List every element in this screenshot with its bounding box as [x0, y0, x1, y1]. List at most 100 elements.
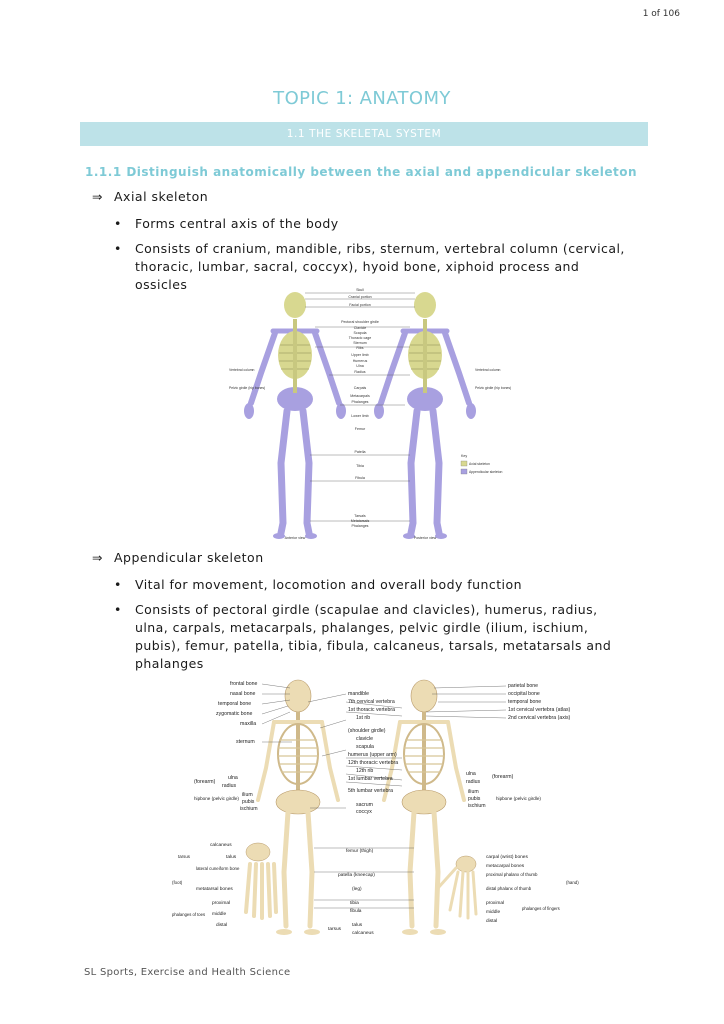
skeleton-figure-labelled: frontal bone nasal bone temporal bone zy…: [172, 672, 579, 942]
fig2-label-fibula: fibula: [350, 908, 362, 914]
list-item-text: Forms central axis of the body: [135, 216, 339, 231]
fig2-label-proximal-toe: proximal: [212, 900, 230, 906]
list-item-text: Consists of cranium, mandible, ribs, ste…: [135, 241, 625, 292]
list-item-text: Consists of pectoral girdle (scapulae an…: [135, 602, 612, 671]
fig1-label-vertebral-right: Vertebral column: [475, 368, 501, 372]
page-title: TOPIC 1: ANATOMY: [273, 88, 451, 109]
fig1-label-femur: Femur: [355, 427, 366, 431]
fig2-label-distal-thumb: distal phalanx of thumb: [486, 886, 532, 891]
fig1-label-fibula: Fibula: [355, 476, 365, 480]
foot-bones-illustration: [244, 842, 278, 920]
fig1-caption-anterior: Anterior view: [285, 536, 306, 540]
fig1-label-pectoral: Pectoral shoulder girdle: [341, 320, 379, 324]
fig2-label-12th-rib: 12th rib: [356, 768, 373, 774]
appendicular-heading: ⇒Appendicular skeleton: [92, 550, 264, 565]
fig2-label-sternum: sternum: [236, 739, 255, 745]
fig2-label-ischium-right: ischium: [468, 803, 486, 809]
list-item: • Consists of cranium, mandible, ribs, s…: [114, 240, 634, 294]
hand-bones-illustration: [436, 855, 478, 920]
fig2-label-talus-foot: talus: [226, 854, 237, 860]
fig2-label-7th-cervical: 7th cervical vertebra: [348, 699, 395, 705]
fig2-label-shoulder-girdle: (shoulder girdle): [348, 728, 386, 734]
fig2-label-proximal-finger: proximal: [486, 900, 504, 906]
list-item-text: Vital for movement, locomotion and overa…: [135, 577, 522, 592]
fig1-label-humerus: Humerus: [353, 359, 368, 363]
fig2-label-1st-lumbar: 1st lumbar vertebra: [348, 776, 393, 782]
fig2-label-forearm-right: (forearm): [492, 774, 514, 780]
fig2-label-radius-right: radius: [466, 779, 481, 785]
fig1-label-metacarpals: Metacarpals: [350, 394, 370, 398]
fig1-label-metatarsals: Metatarsals: [351, 519, 370, 523]
fig1-label-ribs: Ribs: [356, 346, 363, 350]
fig2-label-humerus: humerus (upper arm): [348, 752, 397, 758]
fig2-label-metatarsal: metatarsal bones: [196, 886, 233, 892]
fig2-label-temporal-right: temporal bone: [508, 699, 541, 705]
fig2-label-middle-finger: middle: [486, 909, 500, 915]
fig2-label-radius-left: radius: [222, 783, 237, 789]
fig2-label-maxilla: maxilla: [240, 721, 256, 727]
fig2-label-hipbone-right: hipbone (pelvic girdle): [496, 796, 541, 801]
fig1-label-thoracic: Thoracic cage: [349, 336, 372, 340]
list-item: • Consists of pectoral girdle (scapulae …: [114, 601, 634, 673]
list-item: • Forms central axis of the body: [114, 215, 634, 233]
fig2-label-ilium-right: ilium: [468, 789, 479, 795]
fig1-label-clavicle: Clavicle: [354, 326, 367, 330]
fig2-label-metacarpal: metacarpal bones: [486, 863, 525, 869]
fig2-label-ulna-left: ulna: [228, 775, 238, 781]
fig2-label-coccyx: coccyx: [356, 809, 372, 815]
fig2-label-foot-group: (foot): [172, 880, 183, 885]
fig1-label-carpals: Carpals: [354, 386, 367, 390]
fig2-label-pubis-right: pubis: [468, 796, 481, 802]
fig1-label-tarsals: Tarsals: [354, 514, 366, 518]
fig2-label-hipbone-left: hipbone (pelvic girdle): [194, 796, 239, 801]
bullet-icon: •: [114, 602, 122, 617]
subheading: 1.1.1 Distinguish anatomically between t…: [85, 165, 638, 179]
fig2-label-tarsus: tarsus: [328, 926, 342, 932]
fig2-label-tibia: tibia: [350, 900, 359, 906]
fig2-label-12th-thoracic: 12th thoracic vertebra: [348, 760, 398, 766]
fig2-label-scapula: scapula: [356, 744, 374, 750]
fig2-label-parietal: parietal bone: [508, 683, 538, 689]
fig1-label-radius: Radius: [354, 370, 365, 374]
fig1-label-upper-limb: Upper limb: [351, 353, 368, 357]
fig1-label-sternum: Sternum: [353, 341, 367, 345]
fig2-label-1st-rib: 1st rib: [356, 715, 370, 721]
page-footer: SL Sports, Exercise and Health Science: [84, 967, 291, 978]
fig2-label-occipital: occipital bone: [508, 691, 540, 697]
fig2-label-temporal-left: temporal bone: [218, 701, 251, 707]
fig2-label-phalanges-toes: phalanges of toes: [172, 912, 205, 917]
fig1-caption-posterior: Posterior view: [414, 536, 437, 540]
fig1-label-skull: Skull: [356, 288, 364, 292]
fig2-label-frontal: frontal bone: [230, 681, 258, 687]
fig1-label-patella: Patella: [355, 450, 366, 454]
bullet-icon: •: [114, 241, 122, 256]
fig2-label-patella: patella (kneecap): [338, 872, 375, 878]
fig2-label-ischium-left: ischium: [240, 806, 258, 812]
fig2-label-carpal: carpal (wrist) bones: [486, 854, 528, 860]
bullet-icon: •: [114, 577, 122, 592]
fig1-label-lower-limb: Lower limb: [351, 414, 368, 418]
fig1-key-appendicular: Appendicular skeleton: [469, 470, 502, 474]
arrow-icon: ⇒: [92, 189, 103, 204]
fig1-key-axial: Axial skeleton: [469, 462, 490, 466]
fig2-label-talus-leg: talus: [352, 922, 363, 928]
fig2-label-1st-thoracic: 1st thoracic vertebra: [348, 707, 395, 713]
fig2-label-femur: femur (thigh): [346, 848, 374, 854]
fig2-label-zygomatic: zygomatic bone: [216, 711, 252, 717]
fig2-label-ilium-left: ilium: [242, 792, 253, 798]
section-header: 1.1 THE SKELETAL SYSTEM: [80, 122, 648, 146]
fig1-label-vertebral-left: Vertebral column: [229, 368, 255, 372]
fig2-label-proximal-thumb: proximal phalanx of thumb: [486, 872, 538, 877]
arrow-icon: ⇒: [92, 550, 103, 565]
fig1-label-scapula: Scapula: [354, 331, 367, 335]
fig2-label-nasal: nasal bone: [230, 691, 255, 697]
fig1-key-title: Key: [461, 454, 467, 458]
fig2-label-5th-lumbar: 5th lumbar vertebra: [348, 788, 393, 794]
fig2-label-phalanges-fingers: phalanges of fingers: [522, 906, 560, 911]
bullet-icon: •: [114, 216, 122, 231]
fig2-label-calcaneus-leg: calcaneus: [352, 930, 374, 936]
page-number: 1 of 106: [642, 9, 680, 19]
fig1-label-pelvic-right: Pelvic girdle (hip bones): [475, 386, 511, 390]
fig2-label-calcaneus-foot: calcaneus: [210, 842, 232, 848]
fig1-label-ulna: Ulna: [356, 364, 363, 368]
